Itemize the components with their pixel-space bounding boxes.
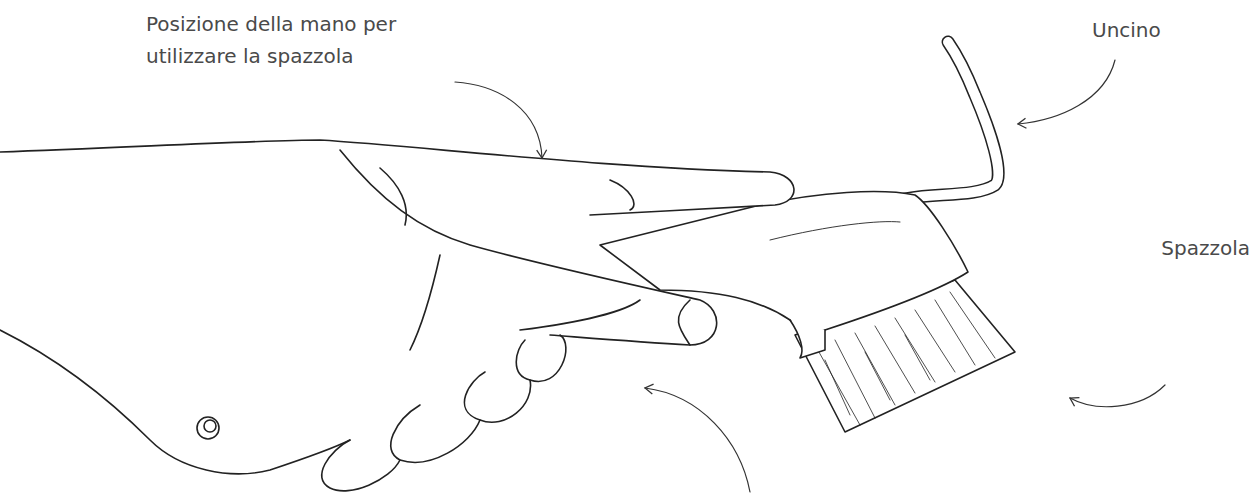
hook	[900, 42, 998, 200]
part-label: Posizione della mano per utilizzare la s…	[144, 8, 448, 72]
part-label: Uncino	[1090, 14, 1163, 46]
hand	[0, 140, 794, 491]
pointer-arrows	[455, 60, 1165, 492]
part-label: Spazzola	[1159, 232, 1252, 264]
